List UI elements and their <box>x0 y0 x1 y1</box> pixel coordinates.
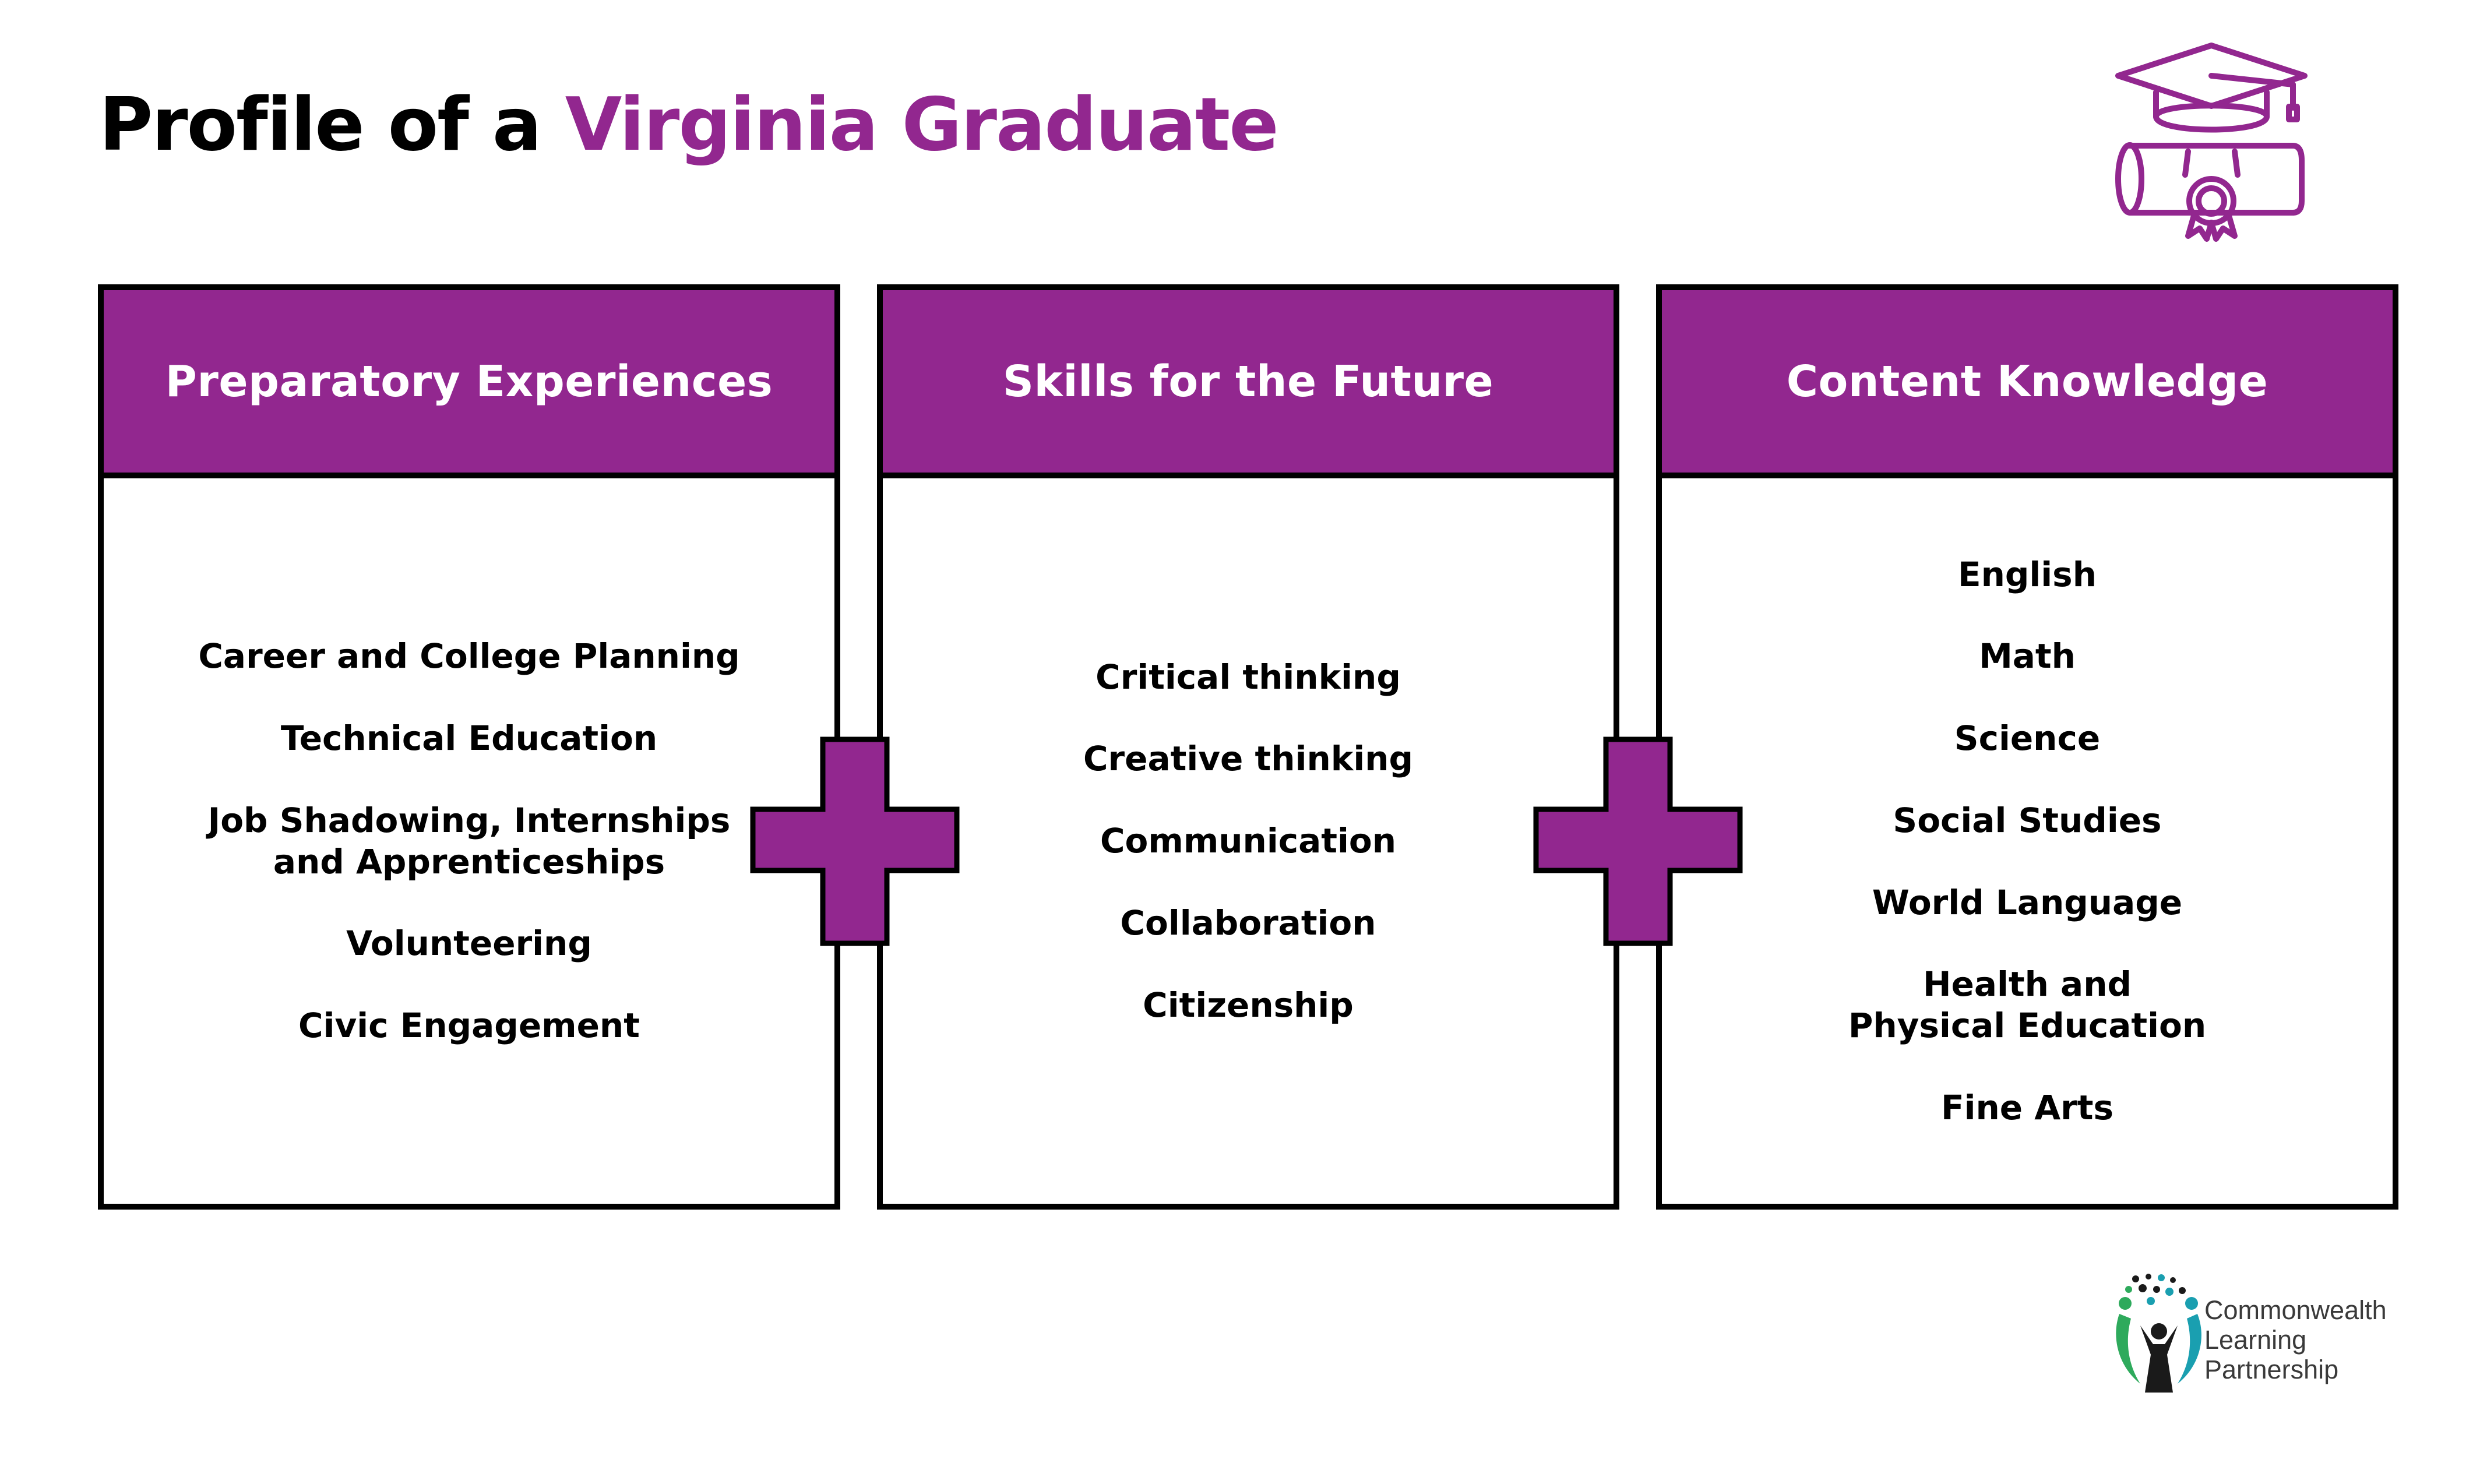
title-prefix: Profile of a <box>99 82 542 167</box>
logo-text: Commonwealth Learning Partnership <box>2204 1295 2387 1384</box>
list-item: Fine Arts <box>1940 1087 2114 1127</box>
list-item: Communication <box>1100 821 1396 861</box>
list-item: Career and College Planning <box>198 636 740 676</box>
page-title: Profile of a Virginia Graduate <box>99 82 1279 167</box>
list-item: English <box>1957 554 2097 594</box>
list-item: Critical thinking <box>1095 657 1401 697</box>
panel-body: English Math Science Social Studies Worl… <box>1662 478 2393 1204</box>
list-item: Technical Education <box>280 718 658 758</box>
list-item: Citizenship <box>1143 985 1354 1025</box>
panel-body: Career and College Planning Technical Ed… <box>104 478 834 1204</box>
panel-skills-for-the-future: Skills for the Future Critical thinking … <box>877 284 1619 1210</box>
panel-preparatory-experiences: Preparatory Experiences Career and Colle… <box>98 284 840 1210</box>
panel-header: Preparatory Experiences <box>104 290 834 478</box>
commonwealth-learning-partnership-logo: Commonwealth Learning Partnership <box>2112 1273 2415 1401</box>
list-item: Civic Engagement <box>298 1006 640 1045</box>
list-item: Science <box>1954 718 2101 758</box>
list-item: Creative thinking <box>1083 739 1414 779</box>
title-highlight: Virginia Graduate <box>565 82 1279 167</box>
plus-icon <box>1533 736 1743 946</box>
list-item: World Language <box>1872 882 2183 922</box>
list-item: Job Shadowing, Internships and Apprentic… <box>207 800 731 882</box>
list-item: Health and Physical Education <box>1848 964 2207 1045</box>
panel-content-knowledge: Content Knowledge English Math Science S… <box>1656 284 2398 1210</box>
panel-header: Content Knowledge <box>1662 290 2393 478</box>
list-item: Social Studies <box>1893 800 2162 840</box>
list-item: Math <box>1979 636 2076 676</box>
plus-icon <box>750 736 960 946</box>
list-item: Collaboration <box>1120 903 1376 943</box>
people-logo-icon <box>2116 1274 2201 1393</box>
graduation-cap-diploma-icon <box>2115 43 2308 242</box>
panel-header: Skills for the Future <box>883 290 1614 478</box>
panel-body: Critical thinking Creative thinking Comm… <box>883 478 1614 1204</box>
list-item: Volunteering <box>346 923 592 964</box>
